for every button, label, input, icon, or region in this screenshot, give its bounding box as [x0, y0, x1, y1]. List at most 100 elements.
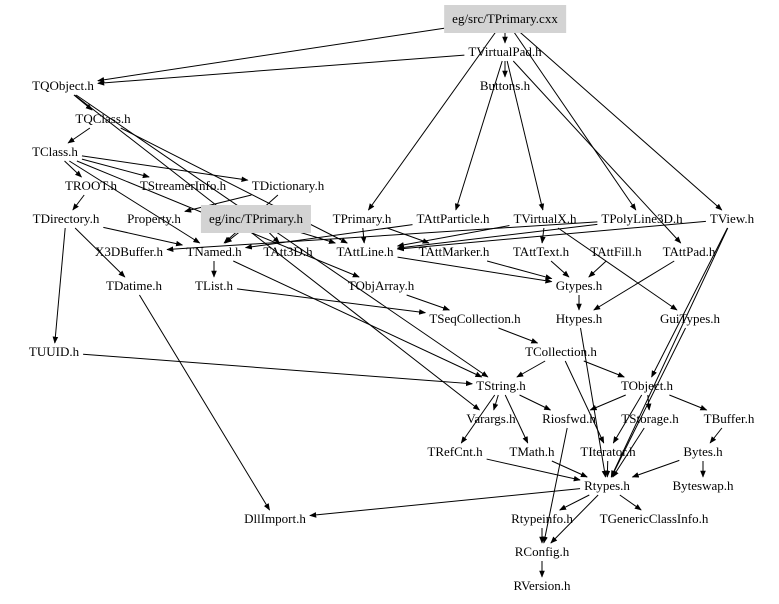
edge-tclass-to-troot: [64, 160, 82, 178]
node-tseqcollection[interactable]: TSeqCollection.h: [429, 311, 521, 326]
node-tobjarray[interactable]: TObjArray.h: [347, 278, 415, 293]
node-varargs[interactable]: Varargs.h: [466, 411, 516, 426]
edge-tuuid-to-tstring: [83, 353, 473, 387]
edge-tprimary-cxx-to-tpolyline3d: [512, 30, 637, 211]
edge-tqclass-to-tattline: [120, 127, 348, 244]
node-x3dbuffer[interactable]: X3DBuffer.h: [94, 244, 164, 259]
node-tbuffer[interactable]: TBuffer.h: [703, 411, 755, 426]
edge-tcollection-to-titerator: [564, 360, 605, 444]
edge-tstring-to-varargs: [492, 394, 499, 411]
node-tatt3d[interactable]: TAtt3D.h: [263, 244, 313, 259]
edge-tclass-to-tnamed: [69, 160, 201, 244]
node-tdatime[interactable]: TDatime.h: [106, 278, 162, 293]
edge-tobjarray-to-tseqcollection: [406, 294, 451, 311]
edge-tclass-to-tstreamerinfo: [81, 158, 150, 179]
edge-tpolyline3d-to-tattline: [396, 223, 598, 251]
node-tuuid[interactable]: TUUID.h: [28, 344, 80, 359]
node-byteswap[interactable]: Byteswap.h: [672, 478, 734, 493]
edge-tnamed-to-tstring: [233, 260, 483, 378]
edge-tattfill-to-gtypes: [588, 260, 607, 278]
node-dllimport[interactable]: DllImport.h: [244, 511, 306, 526]
edge-tattmarker-to-gtypes: [486, 260, 553, 280]
edge-tclass-to-tdictionary: [81, 155, 249, 182]
node-tatttext[interactable]: TAttText.h: [512, 244, 570, 259]
node-rconfig[interactable]: RConfig.h: [514, 544, 570, 559]
node-tattpad[interactable]: TAttPad.h: [662, 244, 716, 259]
node-tattfill[interactable]: TAttFill.h: [590, 244, 642, 259]
node-titerator[interactable]: TIterator.h: [580, 444, 636, 459]
node-tstring[interactable]: TString.h: [476, 378, 526, 393]
node-tlist[interactable]: TList.h: [195, 278, 233, 293]
edge-tpolyline3d-to-x3dbuffer: [166, 221, 598, 252]
edge-trefcnt-to-rtypes: [486, 458, 581, 482]
node-tnamed[interactable]: TNamed.h: [186, 244, 242, 259]
edge-tcollection-to-tstring: [516, 360, 546, 378]
node-tpolyline3d[interactable]: TPolyLine3D.h: [601, 211, 683, 226]
edge-tlist-to-tseqcollection: [236, 288, 427, 315]
edge-tqobject-to-varargs: [74, 94, 480, 411]
node-guitypes[interactable]: GuiTypes.h: [659, 311, 721, 326]
node-tview[interactable]: TView.h: [709, 211, 755, 226]
node-buttons[interactable]: Buttons.h: [479, 78, 531, 93]
edge-tdirectory-to-tdatime: [74, 227, 126, 278]
node-riosfwd[interactable]: Riosfwd.h: [542, 411, 596, 426]
edge-tmath-to-rtypes: [551, 460, 588, 478]
node-property[interactable]: Property.h: [127, 211, 181, 226]
node-troot[interactable]: TROOT.h: [64, 178, 118, 193]
node-tprimary-h[interactable]: TPrimary.h: [332, 211, 392, 226]
edge-troot-to-tdirectory: [72, 194, 85, 211]
node-tattparticle[interactable]: TAttParticle.h: [416, 211, 490, 226]
edge-tqobject-to-tstring: [75, 94, 489, 378]
edge-tobject-to-titerator: [612, 394, 643, 444]
node-rversion[interactable]: RVersion.h: [513, 578, 571, 593]
node-tcollection[interactable]: TCollection.h: [525, 344, 597, 359]
node-tdirectory[interactable]: TDirectory.h: [32, 211, 100, 226]
edge-tview-to-tattline: [396, 220, 706, 252]
edge-tattpad-to-htypes: [593, 260, 675, 311]
node-gtypes[interactable]: Gtypes.h: [555, 278, 603, 293]
node-tclass[interactable]: TClass.h: [32, 144, 78, 159]
edge-tprimary-h-to-tattline: [360, 227, 367, 244]
edge-tview-to-tobject: [651, 227, 728, 378]
node-rtypes[interactable]: Rtypes.h: [584, 478, 630, 493]
node-tobject[interactable]: TObject.h: [620, 378, 674, 393]
edge-tvirtualpad-to-tattparticle: [455, 60, 503, 211]
node-tgenericclassinfo[interactable]: TGenericClassInfo.h: [599, 511, 709, 526]
edge-tvirtualx-to-guitypes: [557, 227, 678, 311]
node-tdictionary[interactable]: TDictionary.h: [251, 178, 325, 193]
node-tvirtualx[interactable]: TVirtualX.h: [513, 211, 577, 226]
edge-tvirtualx-to-tattline: [396, 225, 510, 248]
edge-tattparticle-to-tnamed: [244, 224, 413, 250]
node-tstorage[interactable]: TStorage.h: [621, 411, 679, 426]
node-tqclass[interactable]: TQClass.h: [75, 111, 131, 126]
edge-rtypes-to-dllimport: [309, 488, 581, 518]
edge-rtypes-to-rtypeinfo: [559, 494, 590, 511]
edge-tbuffer-to-bytes: [709, 427, 723, 444]
node-tmath[interactable]: TMath.h: [509, 444, 555, 459]
edge-tqclass-to-tclass: [67, 127, 91, 144]
node-bytes[interactable]: Bytes.h: [683, 444, 723, 459]
edge-tatttext-to-gtypes: [550, 260, 570, 278]
node-tstreamerinfo[interactable]: TStreamerInfo.h: [139, 178, 227, 193]
edge-tvirtualpad-to-tqobject: [97, 54, 465, 86]
edge-tstorage-to-rtypes: [612, 427, 645, 478]
edge-bytes-to-rtypes: [631, 459, 680, 478]
node-tqobject[interactable]: TQObject.h: [32, 78, 94, 93]
edge-tprimary-cxx-to-tview: [518, 30, 723, 211]
edge-tobject-to-riosfwd: [589, 394, 626, 411]
edge-tdictionary-to-property: [184, 194, 252, 213]
node-rtypeinfo[interactable]: Rtypeinfo.h: [511, 511, 573, 526]
node-tattmarker[interactable]: TAttMarker.h: [418, 244, 490, 259]
node-tattline[interactable]: TAttLine.h: [336, 244, 394, 259]
node-tvirtualpad[interactable]: TVirtualPad.h: [468, 44, 542, 59]
node-trefcnt[interactable]: TRefCnt.h: [427, 444, 483, 459]
edge-tprimary-cxx-to-tprimary-h: [368, 30, 497, 211]
node-tprimary-cxx[interactable]: eg/src/TPrimary.cxx: [444, 5, 566, 33]
node-htypes[interactable]: Htypes.h: [555, 311, 603, 326]
edge-tprimary-cxx-to-tqobject: [97, 27, 445, 83]
node-tprimary-inc[interactable]: eg/inc/TPrimary.h: [200, 205, 312, 233]
edge-tvirtualpad-to-tvirtualx: [506, 60, 545, 211]
edge-tview-to-rtypes: [610, 227, 729, 478]
